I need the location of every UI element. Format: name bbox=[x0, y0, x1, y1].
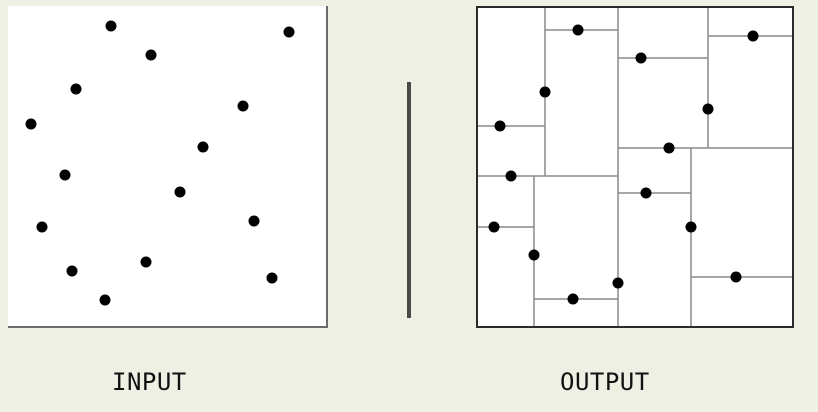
output-point bbox=[640, 187, 652, 199]
input-point bbox=[105, 20, 117, 32]
output-point bbox=[572, 24, 584, 36]
output-point bbox=[488, 221, 500, 233]
input-point bbox=[283, 26, 295, 38]
output-point bbox=[494, 120, 506, 132]
output-caption: OUTPUT bbox=[560, 368, 650, 396]
input-point bbox=[59, 169, 71, 181]
output-point bbox=[612, 277, 624, 289]
input-point bbox=[36, 221, 48, 233]
output-panel bbox=[476, 6, 794, 328]
input-point bbox=[248, 215, 260, 227]
output-point bbox=[567, 293, 579, 305]
output-point bbox=[730, 271, 742, 283]
input-point bbox=[99, 294, 111, 306]
input-point bbox=[237, 100, 249, 112]
input-point bbox=[174, 186, 186, 198]
output-point bbox=[685, 221, 697, 233]
output-point bbox=[635, 52, 647, 64]
input-point bbox=[145, 49, 157, 61]
input-point bbox=[140, 256, 152, 268]
output-point bbox=[702, 103, 714, 115]
output-point bbox=[528, 249, 540, 261]
input-point bbox=[66, 265, 78, 277]
input-point bbox=[197, 141, 209, 153]
input-point bbox=[266, 272, 278, 284]
output-point bbox=[505, 170, 517, 182]
input-point bbox=[25, 118, 37, 130]
output-point bbox=[663, 142, 675, 154]
input-caption: INPUT bbox=[112, 368, 187, 396]
output-point bbox=[539, 86, 551, 98]
input-point bbox=[70, 83, 82, 95]
output-point bbox=[747, 30, 759, 42]
divider-bar bbox=[407, 82, 411, 318]
